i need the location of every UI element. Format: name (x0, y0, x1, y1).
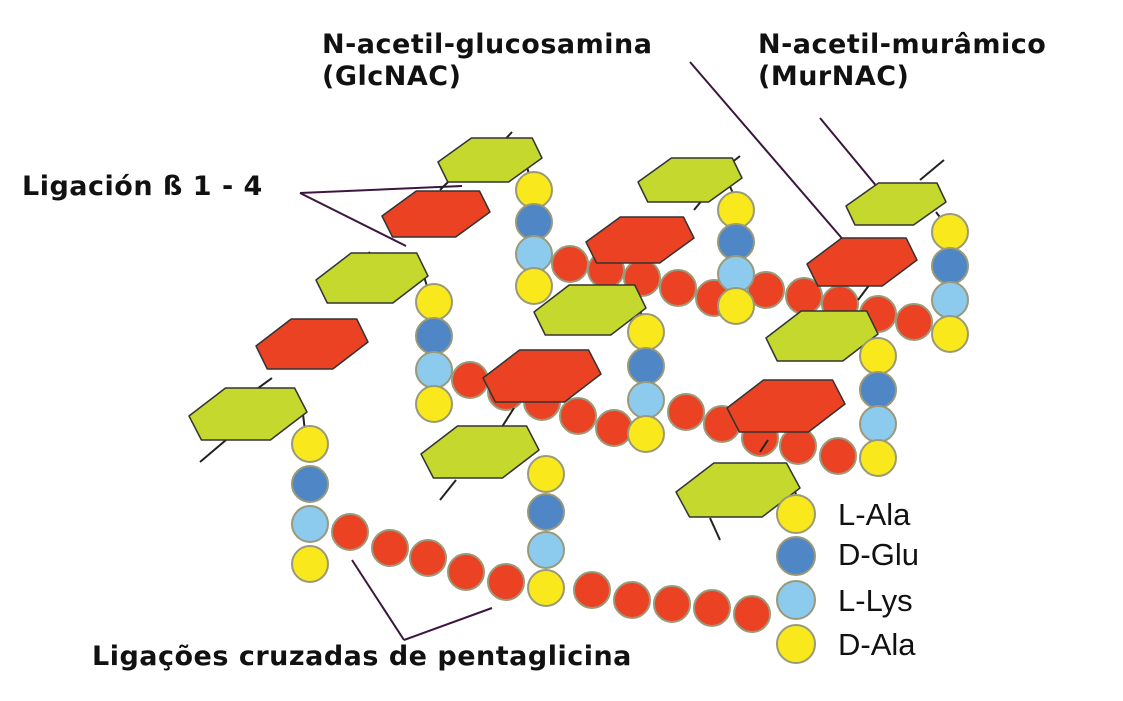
murnac-hexagon (381, 190, 491, 238)
beta-linkage-label: Ligación ß 1 - 4 (22, 171, 263, 202)
pointer-line-glcnac (689, 61, 853, 251)
glcnac-hexagon (637, 157, 743, 203)
glcnac-hexagon (845, 182, 947, 226)
glycosidic-bond (199, 439, 227, 463)
d-glu-bead (291, 465, 329, 503)
l-lys-bead (515, 235, 553, 273)
pointer-line-beta-2 (299, 192, 407, 247)
l-ala-bead (931, 213, 969, 251)
glycosidic-bond (919, 159, 945, 181)
glcnac-hexagon (765, 310, 879, 362)
murnac-label-line1: N-acetil-murâmico (758, 29, 1047, 60)
glcnac-hexagon (533, 284, 647, 336)
d-ala-bead (291, 545, 329, 583)
legend-swatch-l-lys (776, 580, 816, 620)
glcnac-hexagon (437, 137, 543, 183)
d-ala-bead (859, 439, 897, 477)
murnac-hexagon (482, 349, 602, 403)
glycine-bead (595, 409, 633, 447)
murnac-hexagon (726, 379, 846, 433)
d-glu-bead (859, 371, 897, 409)
glycine-bead (659, 269, 697, 307)
glcnac-hexagon (675, 462, 801, 518)
glycine-bead (559, 397, 597, 435)
glcnac-label-line1: N-acetil-glucosamina (322, 29, 653, 60)
glycine-bead (409, 539, 447, 577)
d-ala-bead (627, 415, 665, 453)
pointer-line-crosslink-1 (351, 559, 405, 641)
d-ala-bead (931, 315, 969, 353)
glycine-bead (447, 553, 485, 591)
pointer-line-crosslink-2 (403, 607, 493, 641)
l-lys-bead (291, 505, 329, 543)
murnac-hexagon (255, 318, 369, 370)
l-ala-bead (291, 425, 329, 463)
legend-swatch-d-ala (776, 624, 816, 664)
glycosidic-bond (439, 479, 457, 501)
d-glu-bead (931, 247, 969, 285)
l-lys-bead (627, 381, 665, 419)
l-lys-bead (717, 255, 755, 293)
l-lys-bead (931, 281, 969, 319)
l-ala-bead (515, 171, 553, 209)
l-lys-bead (415, 351, 453, 389)
l-ala-bead (859, 337, 897, 375)
crosslinks-label: Ligações cruzadas de pentaglicina (92, 641, 632, 672)
murnac-hexagon (806, 237, 918, 287)
legend-label-d-glu: D-Glu (838, 537, 919, 572)
glycine-bead (667, 393, 705, 431)
glycine-bead (613, 581, 651, 619)
l-ala-bead (627, 313, 665, 351)
glcnac-hexagon (188, 387, 308, 441)
glycine-bead (573, 571, 611, 609)
glycine-bead (653, 585, 691, 623)
glycine-bead (733, 595, 771, 633)
glycosidic-bond (709, 517, 721, 541)
glycine-bead (819, 437, 857, 475)
d-glu-bead (527, 493, 565, 531)
d-ala-bead (415, 385, 453, 423)
glycine-bead (487, 563, 525, 601)
d-glu-bead (515, 203, 553, 241)
l-lys-bead (527, 531, 565, 569)
glycine-bead (779, 427, 817, 465)
legend-swatch-d-glu (776, 536, 816, 576)
murnac-label-line2: (MurNAC) (758, 61, 910, 92)
glcnac-label-line2: (GlcNAC) (322, 61, 462, 92)
glcnac-hexagon (315, 252, 429, 304)
glycine-bead (331, 513, 369, 551)
l-lys-bead (859, 405, 897, 443)
legend-label-l-lys: L-Lys (838, 583, 913, 618)
glycine-bead (747, 271, 785, 309)
d-ala-bead (527, 569, 565, 607)
legend-label-d-ala: D-Ala (838, 627, 916, 662)
glycine-bead (551, 245, 589, 283)
d-glu-bead (415, 317, 453, 355)
d-ala-bead (515, 267, 553, 305)
glycine-bead (895, 303, 933, 341)
legend-swatch-l-ala (776, 494, 816, 534)
d-glu-bead (717, 223, 755, 261)
pointer-line-beta-1 (299, 185, 463, 194)
glycine-bead (693, 589, 731, 627)
l-ala-bead (717, 191, 755, 229)
murnac-hexagon (585, 216, 695, 264)
d-ala-bead (717, 287, 755, 325)
l-ala-bead (415, 283, 453, 321)
d-glu-bead (627, 347, 665, 385)
l-ala-bead (527, 455, 565, 493)
glcnac-hexagon (420, 425, 540, 479)
glycine-bead (451, 361, 489, 399)
glycosidic-bond (759, 439, 769, 453)
glycine-bead (371, 529, 409, 567)
legend-label-l-ala: L-Ala (838, 497, 911, 532)
